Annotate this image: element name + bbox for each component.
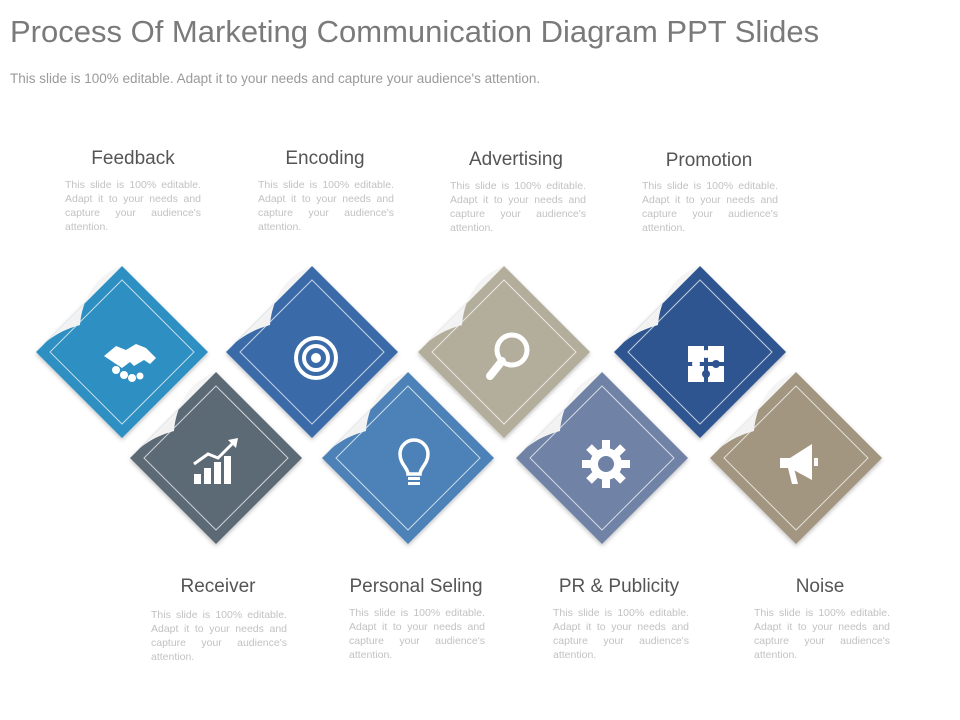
tile-promotion (614, 266, 786, 438)
label-receiver: Receiver (180, 576, 256, 597)
handshake-icon (104, 344, 156, 382)
lightbulb-icon (398, 438, 430, 485)
desc-promotion: This slide is 100% editable. Adapt it to… (642, 180, 778, 234)
tile-personal-seling-curl (322, 372, 408, 458)
tile-advertising-curl (418, 266, 504, 352)
label-noise: Noise (795, 576, 845, 597)
label-pr-publicity: PR & Publicity (558, 576, 680, 597)
gear-icon (582, 440, 630, 488)
label-encoding: Encoding (285, 148, 365, 169)
label-feedback: Feedback (91, 148, 175, 169)
tile-feedback-curl (36, 266, 122, 352)
megaphone-icon (780, 444, 818, 484)
desc-noise: This slide is 100% editable. Adapt it to… (754, 607, 890, 661)
desc-personal-seling: This slide is 100% editable. Adapt it to… (349, 607, 485, 661)
label-personal-seling: Personal Seling (349, 576, 483, 597)
tile-promotion-curl (614, 266, 700, 352)
puzzle-icon (688, 346, 724, 382)
tile-feedback (36, 266, 208, 438)
desc-receiver: This slide is 100% editable. Adapt it to… (151, 609, 287, 663)
desc-pr-publicity: This slide is 100% editable. Adapt it to… (553, 607, 689, 661)
desc-encoding: This slide is 100% editable. Adapt it to… (258, 179, 394, 233)
desc-feedback: This slide is 100% editable. Adapt it to… (65, 179, 201, 233)
tile-encoding (226, 266, 398, 438)
label-promotion: Promotion (665, 150, 753, 171)
page-subtitle: This slide is 100% editable. Adapt it to… (10, 71, 541, 86)
label-advertising: Advertising (469, 149, 563, 170)
tile-advertising (418, 266, 590, 438)
tile-receiver (130, 372, 302, 544)
tile-personal-seling (322, 372, 494, 544)
tile-noise (710, 372, 882, 544)
tile-noise-curl (710, 372, 796, 458)
tile-pr-publicity-curl (516, 372, 602, 458)
tile-encoding-curl (226, 266, 312, 352)
desc-advertising: This slide is 100% editable. Adapt it to… (450, 180, 586, 234)
magnifier-icon (486, 332, 530, 380)
target-icon (294, 336, 338, 380)
page-title: Process Of Marketing Communication Diagr… (10, 14, 820, 49)
growth-chart-icon (193, 438, 238, 484)
tile-pr-publicity (516, 372, 688, 544)
tile-receiver-curl (130, 372, 216, 458)
